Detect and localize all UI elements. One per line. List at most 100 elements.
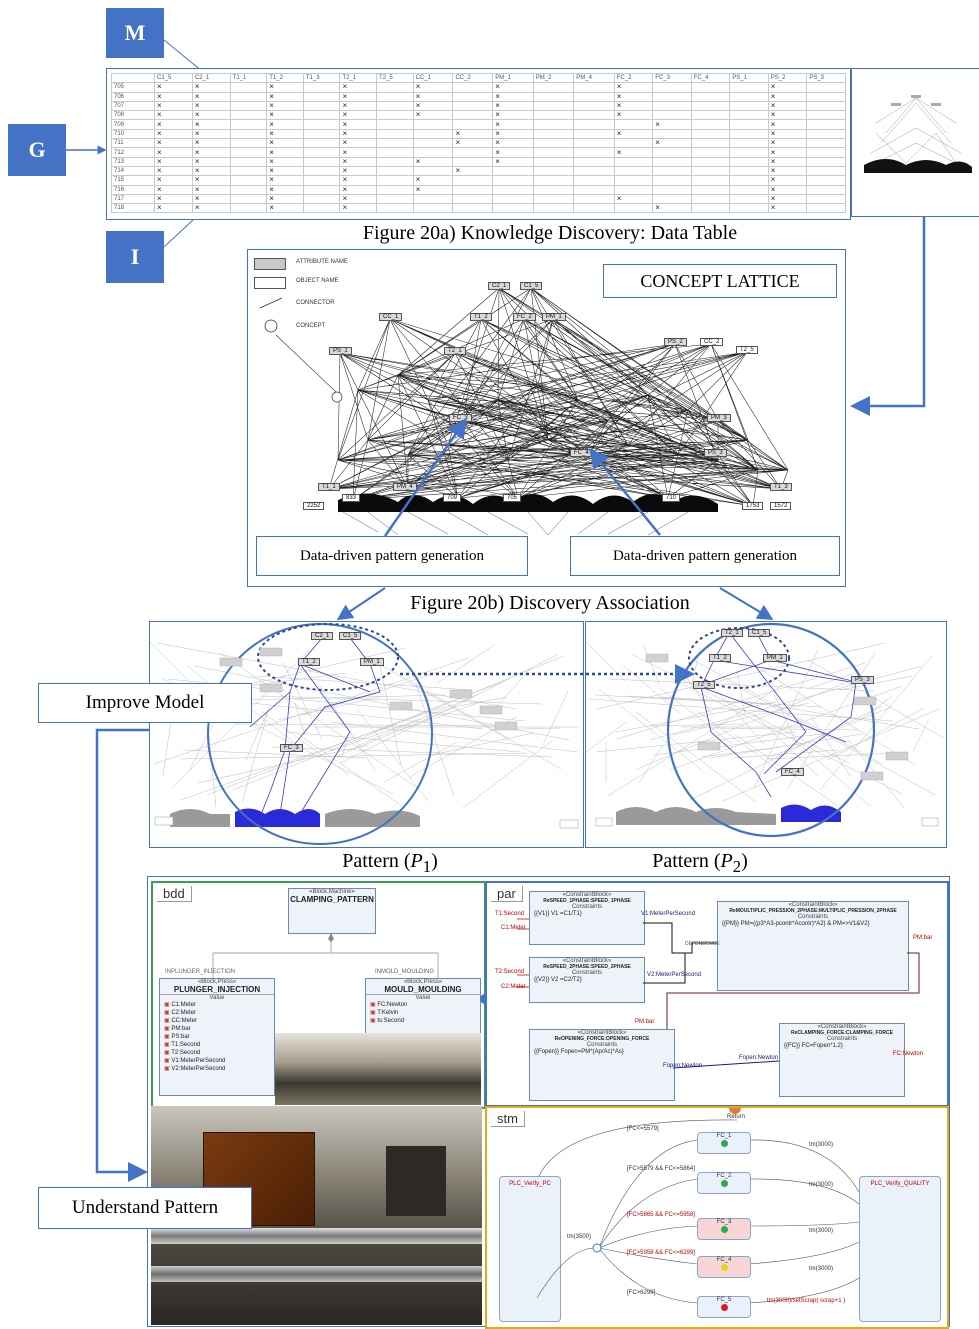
- data-table: C1_5 C2_1 T1_1 T1_2 T1_3 T2_1 T2_5 CC_1 …: [111, 72, 846, 214]
- left-role-label: INPLUNGER_INJECTION: [165, 969, 236, 975]
- concept-lattice-title: CONCEPT LATTICE: [603, 264, 837, 298]
- state-plc-verify-pc[interactable]: PLC_Verify_PC: [499, 1176, 561, 1322]
- par-tag: par: [491, 886, 523, 902]
- state-indicator-icon: [720, 1226, 728, 1233]
- right-role-label: INMOLD_MOULDING: [375, 969, 435, 975]
- value-attribute-label: V1:MeterPerSecond: [171, 1058, 226, 1064]
- value-attribute: ▣ PM:bar: [160, 1025, 274, 1033]
- constraint-speed-1phase[interactable]: «ConstraintBlock» ReSPEED_1PHASE:SPEED_1…: [529, 891, 645, 945]
- state-name: FC_1: [716, 1133, 732, 1139]
- state-fc[interactable]: FC_4: [697, 1256, 751, 1278]
- mould-moulding-block[interactable]: «Block,Press» MOULD_MOULDING Value ▣ FC:…: [365, 978, 481, 1040]
- state-indicator-icon: [720, 1304, 728, 1311]
- guard-label: [FC>5865 && FC<=5958]: [627, 1212, 695, 1218]
- value-attribute: ▣ T:Kelvin: [366, 1009, 480, 1017]
- row-id: 718: [111, 203, 155, 214]
- value-attribute-label: T:Kelvin: [377, 1010, 399, 1016]
- machine-block[interactable]: «Block,Machine» CLAMPING_PATTERN: [288, 888, 376, 934]
- p2-attr-node: T1_2: [709, 654, 731, 662]
- value-attribute-label: CC:Meter: [171, 1018, 198, 1024]
- value-attribute-label: T2:Second: [171, 1050, 201, 1056]
- concept-lattice-graph: [275, 287, 789, 536]
- port-fopen-2: Fopen:Newton: [739, 1055, 779, 1061]
- port-v2: V2:MeterPerSecond: [647, 972, 702, 978]
- lattice-attr-node: T2_1: [444, 347, 466, 355]
- value-property-icon: ▣: [164, 1066, 172, 1072]
- pattern-p1-graph: [150, 623, 579, 845]
- table-row: 718××××××: [111, 203, 846, 214]
- timer-label: tm(3000)/setScrap( scrap+1 ): [767, 1298, 846, 1304]
- value-attribute: ▣ C2:Meter: [160, 1009, 274, 1017]
- legend-attr-swatch: [254, 258, 286, 270]
- value-property-icon: ▣: [164, 1018, 172, 1024]
- return-label: Return: [727, 1114, 746, 1120]
- legend-connector-icon: [259, 297, 283, 309]
- p2-attr-node: T2_5: [693, 681, 715, 689]
- legend-concept-icon: [264, 319, 278, 333]
- table-cell: [452, 203, 494, 214]
- plunger-injection-block[interactable]: «Block,Press» PLUNGER_INJECTION Value ▣ …: [159, 978, 275, 1096]
- data-table-frame: C1_5 C2_1 T1_1 T1_2 T1_3 T2_1 T2_5 CC_1 …: [106, 68, 851, 220]
- value-attribute-label: C2:Meter: [171, 1010, 197, 1016]
- state-indicator-icon: [720, 1264, 728, 1271]
- value-property-icon: ▣: [164, 1050, 172, 1056]
- state-fc[interactable]: FC_2: [697, 1172, 751, 1194]
- constraint-clamping-force[interactable]: «ConstraintBlock» ReCLAMPING_FORCE:CLAMP…: [779, 1023, 905, 1097]
- guard-label: [FC<=5579]: [627, 1126, 659, 1132]
- state-fc[interactable]: FC_3: [697, 1218, 751, 1240]
- state-fc[interactable]: FC_5: [697, 1296, 751, 1318]
- value-attribute: ▣ FC:Newton: [366, 1001, 480, 1009]
- pattern-p2-graph: [586, 622, 945, 838]
- callout-pattern-generation-left: Data-driven pattern generation: [256, 536, 528, 576]
- figure-20a-caption: Figure 20a) Knowledge Discovery: Data Ta…: [362, 222, 738, 244]
- lattice-attr-node: CC_2: [700, 338, 724, 346]
- port-fc: FC:Newton: [893, 1051, 924, 1057]
- value-attribute: ▣ CC:Meter: [160, 1017, 274, 1025]
- stm-panel: stm Return PLC_Verify_PC PLC_Verify_QUAL…: [485, 1106, 949, 1329]
- lattice-attr-node: PS_1: [329, 347, 352, 355]
- lattice-attr-node: T1_3: [770, 483, 792, 491]
- value-attribute-label: PM:bar: [171, 1026, 191, 1032]
- state-name: FC_4: [716, 1257, 732, 1263]
- constraint-multiplic-pression[interactable]: «ConstraintBlock» ReMOULTIPLIC_PRESSION_…: [717, 901, 909, 991]
- lattice-attr-node: PS_2: [664, 338, 687, 346]
- pattern-p1-caption: Pattern (P1): [342, 850, 438, 876]
- return-pseudostate: [729, 1108, 741, 1114]
- p2-attr-node: C1_5: [748, 629, 771, 637]
- constraint-speed-2phase[interactable]: «ConstraintBlock» ReSPEED_2PHASE:SPEED_2…: [529, 957, 645, 1003]
- initial-timer: tm(3500): [567, 1234, 592, 1240]
- port-pm-bar: PM:bar: [913, 935, 933, 941]
- value-attribute-label: FC:Newton: [377, 1002, 408, 1008]
- state-fc[interactable]: FC_1: [697, 1132, 751, 1154]
- legend-conn-label: CONNECTOR: [296, 300, 335, 306]
- port-t2: T2:Second: [495, 969, 525, 975]
- value-property-icon: ▣: [370, 1018, 378, 1024]
- pattern-p1-frame: C2_1 C1_5 T1_2 PM_1 FC_3: [149, 621, 584, 848]
- state-name: FC_5: [716, 1297, 732, 1303]
- p1-attr-node: FC_3: [280, 744, 303, 752]
- stm-transitions: [536, 1119, 860, 1304]
- state-plc-verify-quality[interactable]: PLC_Verify_QUALITY: [859, 1176, 941, 1322]
- value-attribute: ▣ ts:Second: [366, 1017, 480, 1025]
- value-property-icon: ▣: [370, 1010, 378, 1016]
- label-m: M: [106, 8, 164, 58]
- value-attribute-label: ts:Second: [377, 1018, 405, 1024]
- state-indicator-icon: [720, 1140, 728, 1147]
- bdd-panel: bdd «Block,Machine» CLAMPING_PATTERN INP…: [151, 881, 486, 1109]
- value-attribute-label: T1:Second: [171, 1042, 201, 1048]
- photo-bar-1: [151, 1228, 482, 1244]
- p2-attr-node: FC_4: [781, 768, 804, 776]
- stm-tag: stm: [491, 1111, 525, 1127]
- concept-lattice-frame: CONCEPT LATTICE ATTRIBUTE NAME OBJECT NA…: [247, 249, 846, 587]
- value-property-icon: ▣: [164, 1010, 172, 1016]
- legend-obj-label: OBJECT NAME: [296, 278, 339, 284]
- value-attribute: ▣ T1:Second: [160, 1041, 274, 1049]
- lattice-obj-node: 833: [342, 494, 361, 502]
- timer-label: tm(3000): [809, 1228, 834, 1234]
- understand-pattern-callout: Understand Pattern: [38, 1187, 252, 1229]
- lattice-obj-node: 705: [503, 494, 522, 502]
- lattice-thumbnail[interactable]: [851, 68, 979, 217]
- constraint-opening-force[interactable]: «ConstraintBlock» ReOPENING_FORCE:OPENIN…: [529, 1029, 675, 1101]
